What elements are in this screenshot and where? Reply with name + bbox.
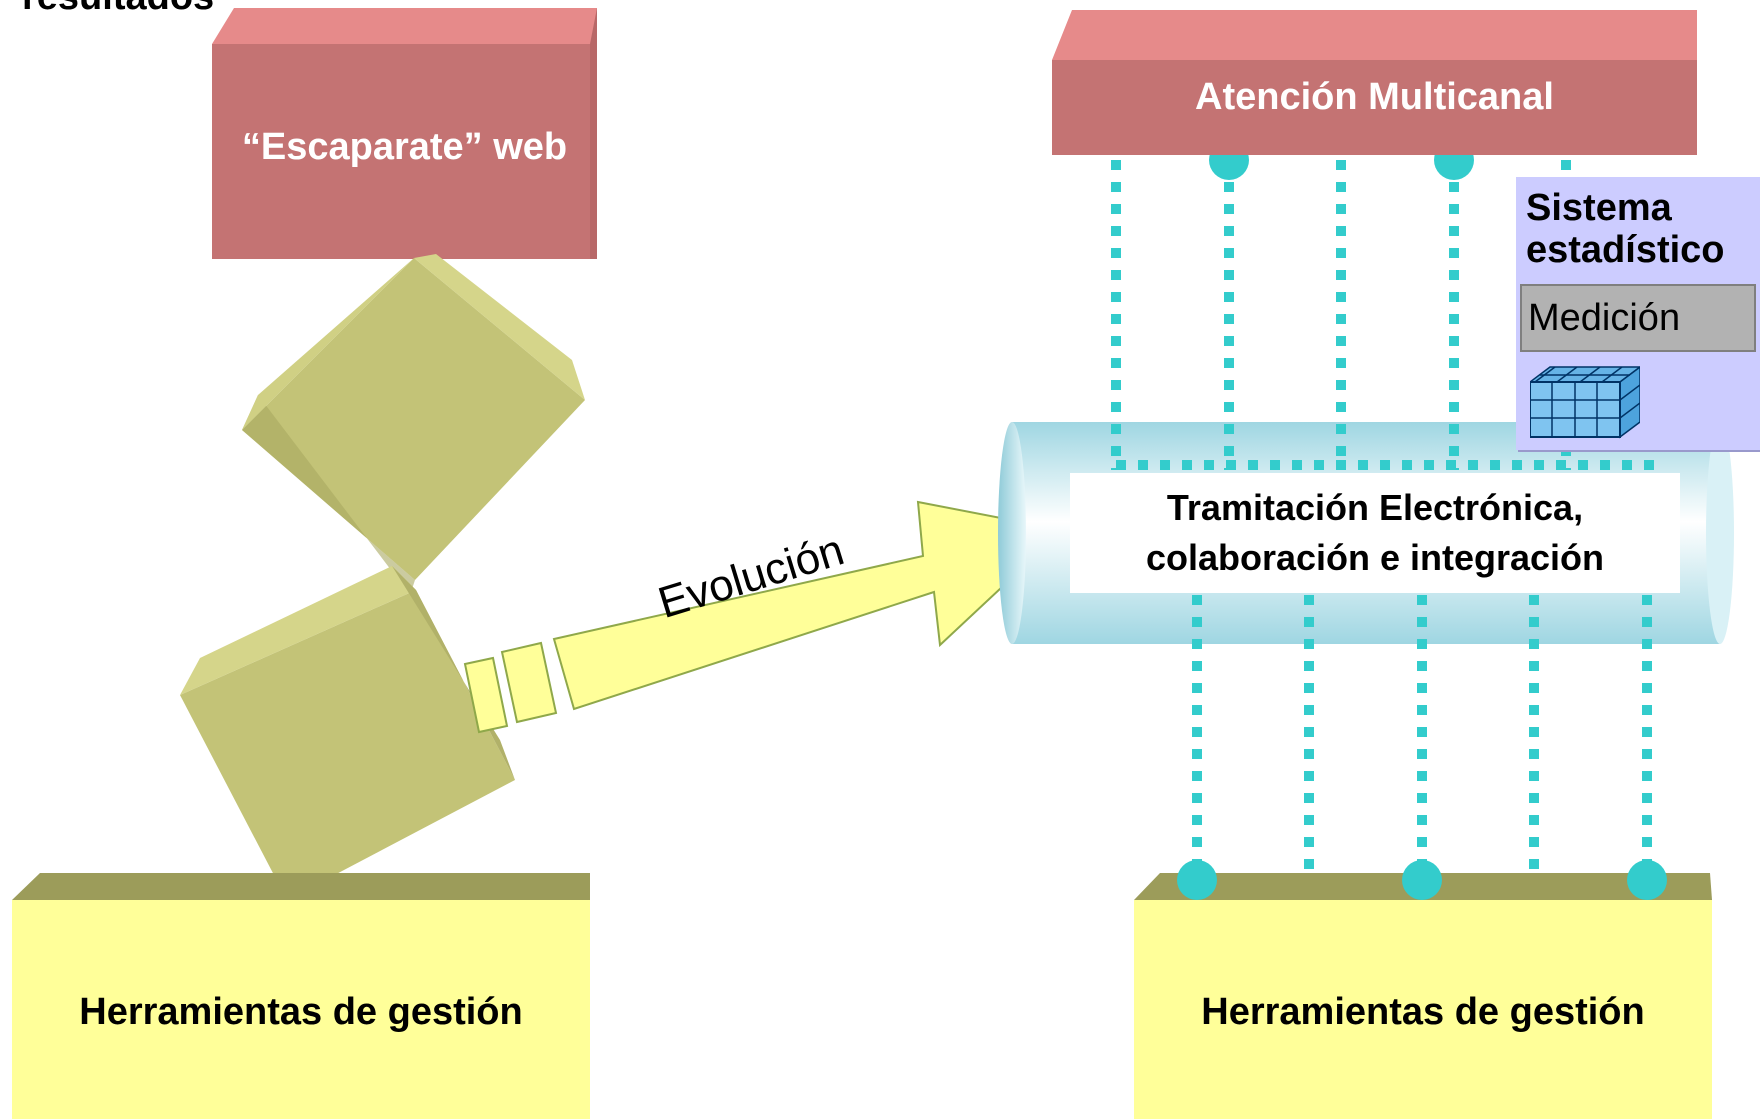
data-cube-icon: [1530, 366, 1640, 439]
atencion-multicanal-label: Atención Multicanal: [1195, 76, 1554, 118]
left-herramientas-label: Herramientas de gestión: [79, 991, 523, 1033]
panel-title: Sistema estadístico: [1526, 187, 1725, 271]
upper-connectors: [1111, 160, 1660, 470]
atencion-multicanal-box: [1052, 10, 1697, 155]
escaparate-box: [212, 8, 597, 259]
tramitacion-label: Tramitación Electrónica, colaboración e …: [1070, 473, 1680, 593]
right-herramientas-label: Herramientas de gestión: [1201, 991, 1645, 1033]
cut-off-title: resultados: [22, 0, 214, 16]
upper-cube: [242, 254, 585, 595]
lower-connectors: [1192, 595, 1652, 880]
escaparate-label: “Escaparate” web: [241, 125, 568, 168]
sistema-estadistico-panel: Sistema estadístico Medición: [1516, 177, 1760, 450]
lower-cube: [180, 566, 515, 900]
connector-dots-bottom: [1177, 860, 1667, 900]
medicion-item: Medición: [1520, 284, 1756, 352]
evolution-arrow: [463, 500, 1066, 734]
left-base-box: [12, 873, 590, 1119]
